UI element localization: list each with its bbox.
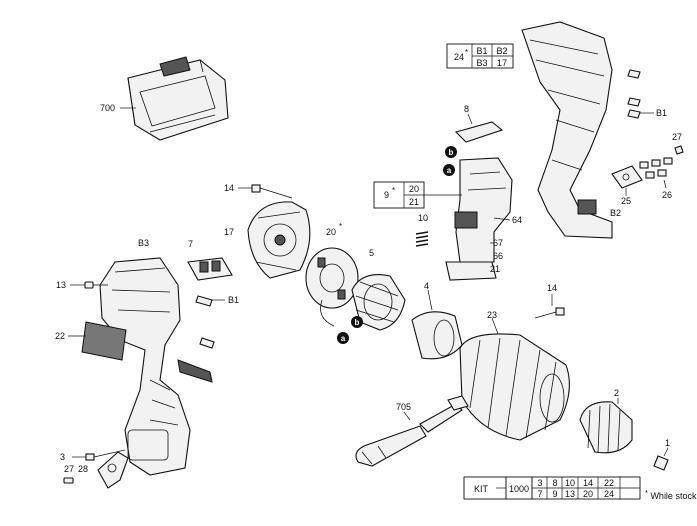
label-27-left: 27 xyxy=(64,464,74,474)
label-28: 28 xyxy=(78,464,88,474)
kit-r2-5: 24 xyxy=(604,489,614,499)
label-20-star: * xyxy=(339,222,342,231)
chuck xyxy=(579,398,633,454)
spring xyxy=(415,231,429,247)
badge-b-left-text: b xyxy=(355,318,360,327)
label-b3: B3 xyxy=(138,238,149,248)
label-14-right: 14 xyxy=(547,283,557,293)
badge-a-right-text: a xyxy=(447,166,452,175)
badge-b-right-text: b xyxy=(449,148,454,157)
screw-27-left xyxy=(63,477,74,484)
label-b1-right: B1 xyxy=(656,108,667,118)
brush-holder xyxy=(305,247,359,327)
magnet-ring xyxy=(411,289,463,360)
label-23: 23 xyxy=(487,310,497,320)
label-5: 5 xyxy=(369,248,374,258)
screw-14-top xyxy=(238,184,293,199)
label-26: 26 xyxy=(662,190,672,200)
kit-r1-5: 22 xyxy=(604,478,614,488)
label-67: 67 xyxy=(493,238,503,248)
label-21: 21 xyxy=(490,264,500,274)
label-8: 8 xyxy=(464,104,469,114)
side-handle xyxy=(355,395,469,467)
pins-right xyxy=(627,69,654,119)
trigger-button xyxy=(454,113,504,143)
label-b1-left: B1 xyxy=(228,295,239,305)
kit-r2-1: 7 xyxy=(537,489,542,499)
label-plate xyxy=(187,257,233,281)
nameplate xyxy=(68,321,127,361)
switch-kit-box xyxy=(373,181,462,209)
kit-table xyxy=(463,476,641,500)
switch-kit-star: * xyxy=(392,186,395,195)
motor xyxy=(351,274,406,331)
badge-a-right xyxy=(443,164,455,176)
housing-kit-r2c2: 17 xyxy=(497,58,507,68)
kit-r2-3: 13 xyxy=(565,489,575,499)
belt-clip xyxy=(97,451,129,489)
kit-r1-1: 3 xyxy=(537,478,542,488)
kit-r1-4: 14 xyxy=(583,478,593,488)
label-4: 4 xyxy=(424,281,429,291)
motor-cover xyxy=(247,201,311,279)
switch-kit-row2: 21 xyxy=(409,197,419,207)
kit-r1-2: 8 xyxy=(552,478,557,488)
label-20: 20 xyxy=(326,227,336,237)
footnote-text: While stock xyxy=(650,491,697,501)
label-64: 64 xyxy=(512,215,522,225)
screw-3 xyxy=(72,449,126,461)
label-14-top: 14 xyxy=(224,183,234,193)
label-25: 25 xyxy=(621,196,631,206)
screw-27-right xyxy=(674,145,684,155)
badge-a-left xyxy=(337,332,349,344)
switch-assembly xyxy=(445,157,513,281)
housing-kit-box xyxy=(446,43,514,69)
label-17: 17 xyxy=(224,227,234,237)
screw-14-right xyxy=(534,294,565,319)
stock-footnote: * While stock xyxy=(645,488,696,501)
kit-label: KIT xyxy=(474,484,489,494)
label-705: 705 xyxy=(396,402,411,412)
chuck-screw xyxy=(653,447,669,471)
screw-13 xyxy=(70,281,108,289)
kit-code: 1000 xyxy=(509,484,529,494)
label-b2: B2 xyxy=(610,208,621,218)
label-10: 10 xyxy=(418,213,428,223)
gearbox xyxy=(459,317,570,441)
right-housing xyxy=(521,21,613,239)
housing-kit-star: * xyxy=(465,48,468,57)
left-housing xyxy=(99,257,213,476)
housing-kit-id: 24 xyxy=(454,52,464,62)
badge-a-left-text: a xyxy=(341,334,346,343)
label-27-right: 27 xyxy=(672,132,682,142)
kit-case xyxy=(120,56,229,141)
badge-b-right xyxy=(445,146,457,158)
label-66: 66 xyxy=(493,251,503,261)
label-22: 22 xyxy=(55,331,65,341)
label-700: 700 xyxy=(100,103,115,113)
pin-b1-left xyxy=(195,295,225,349)
label-1: 1 xyxy=(665,438,670,448)
switch-kit-id: 9 xyxy=(384,190,389,200)
badge-b-left xyxy=(351,316,363,328)
kit-r2-2: 9 xyxy=(552,489,557,499)
switch-kit-row1: 20 xyxy=(409,184,419,194)
housing-kit-r2c1: B3 xyxy=(476,58,487,68)
housing-kit-r1c1: B1 xyxy=(476,46,487,56)
kit-r2-4: 20 xyxy=(583,489,593,499)
label-3: 3 xyxy=(60,452,65,462)
led-26 xyxy=(639,157,673,189)
label-13: 13 xyxy=(56,280,66,290)
footnote-star: * xyxy=(645,488,648,497)
kit-r1-3: 10 xyxy=(565,478,575,488)
led-25 xyxy=(611,165,643,196)
housing-kit-r1c2: B2 xyxy=(496,46,507,56)
label-7: 7 xyxy=(188,239,193,249)
label-2: 2 xyxy=(614,388,619,398)
